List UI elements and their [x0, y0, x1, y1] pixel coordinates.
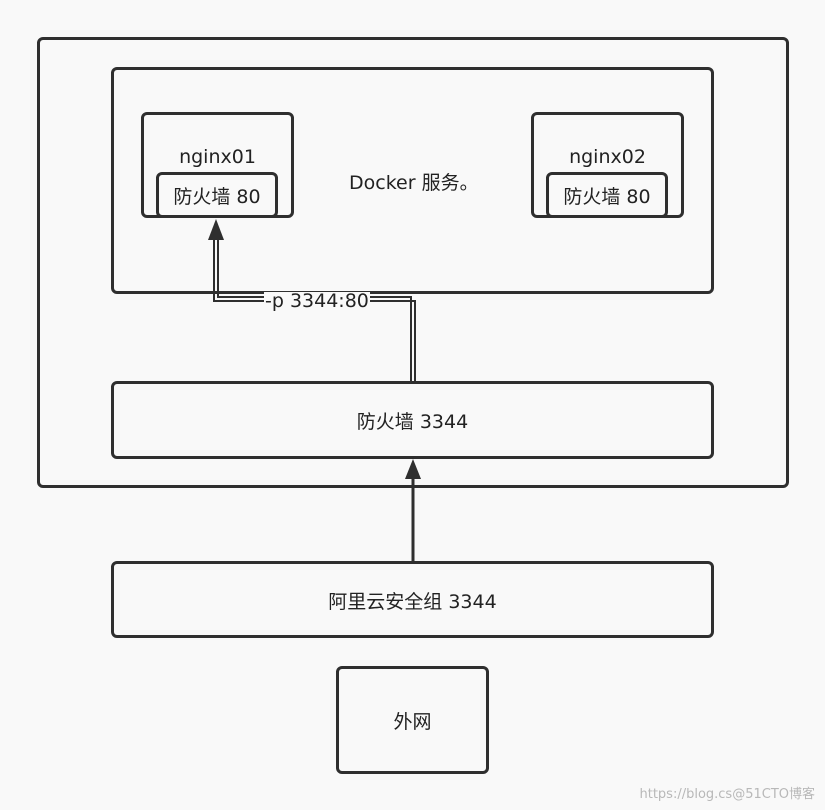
- nginx01-firewall-label: 防火墙 80: [173, 186, 261, 208]
- nginx01-label: nginx01: [179, 146, 256, 168]
- security-group-label: 阿里云安全组 3344: [328, 591, 497, 613]
- nginx02-firewall-label: 防火墙 80: [563, 186, 651, 208]
- nginx02-label: nginx02: [569, 146, 646, 168]
- docker-service-box: Docker 服务。: [111, 67, 714, 294]
- nginx01-firewall-box: 防火墙 80: [156, 172, 278, 218]
- host-firewall-label: 防火墙 3344: [356, 411, 469, 433]
- port-mapping-label: -p 3344:80: [264, 290, 370, 312]
- internet-box: 外网: [336, 666, 489, 774]
- nginx02-firewall-box: 防火墙 80: [546, 172, 668, 218]
- security-group-box: 阿里云安全组 3344: [111, 561, 714, 638]
- watermark-text: https://blog.cs@51CTO博客: [639, 787, 815, 802]
- arrowhead-firewall: [405, 459, 421, 479]
- internet-label: 外网: [393, 711, 432, 733]
- host-firewall-box: 防火墙 3344: [111, 381, 714, 459]
- docker-service-label: Docker 服务。: [349, 172, 479, 194]
- arrowhead-nginx01: [208, 219, 224, 240]
